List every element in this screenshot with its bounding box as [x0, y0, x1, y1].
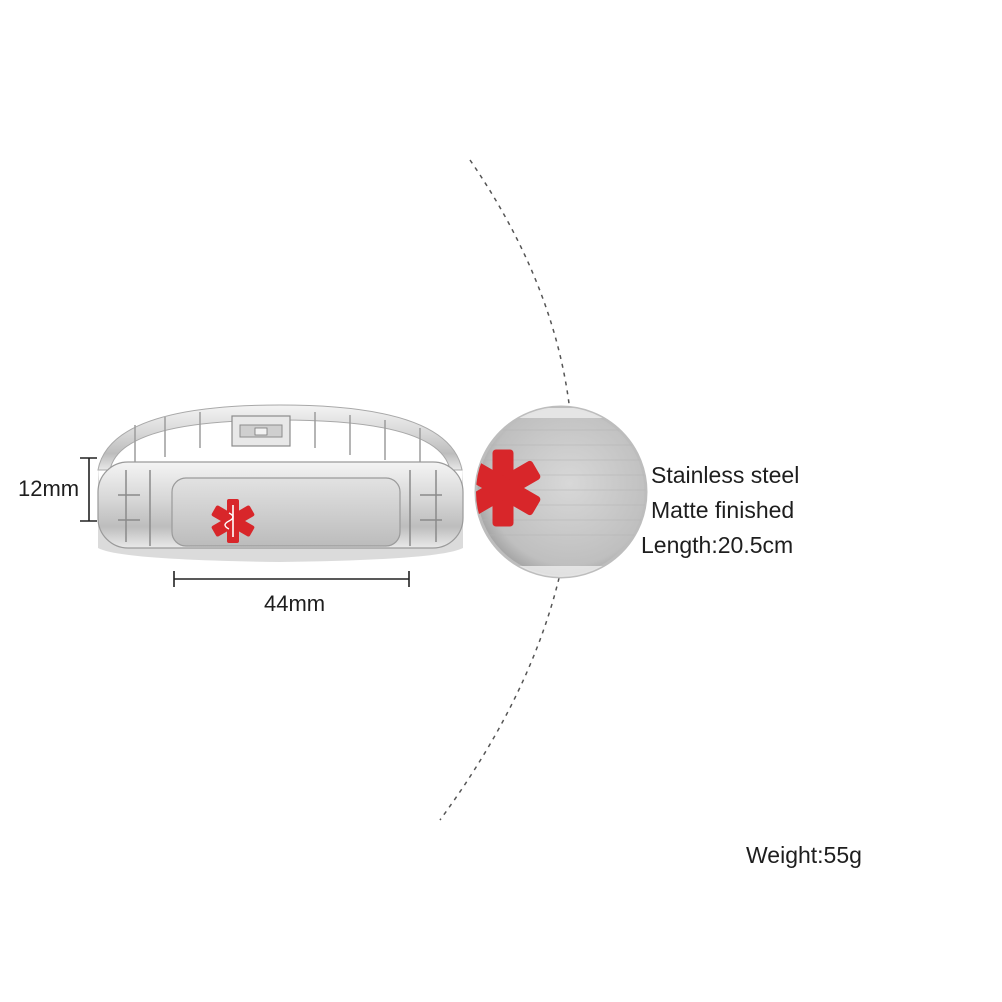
clasp-icon — [231, 415, 291, 447]
height-dimension-line — [80, 457, 97, 522]
back-link-lines — [134, 412, 421, 466]
id-plate — [171, 477, 401, 547]
spec-material: Stainless steel — [651, 462, 800, 488]
weight-label: Weight:55g — [746, 842, 862, 868]
front-link-lines — [118, 470, 442, 546]
height-dimension-label: 12mm — [18, 476, 80, 501]
spec-length: Length:20.5cm — [641, 532, 794, 558]
width-dimension-label: 44mm — [264, 591, 326, 616]
bracelet-front-band — [98, 462, 463, 562]
zoom-arc-dashed — [439, 159, 574, 821]
medical-star-of-life-icon — [210, 499, 256, 543]
width-dimension-line — [173, 571, 410, 587]
spec-finish: Matte finished — [651, 497, 795, 523]
